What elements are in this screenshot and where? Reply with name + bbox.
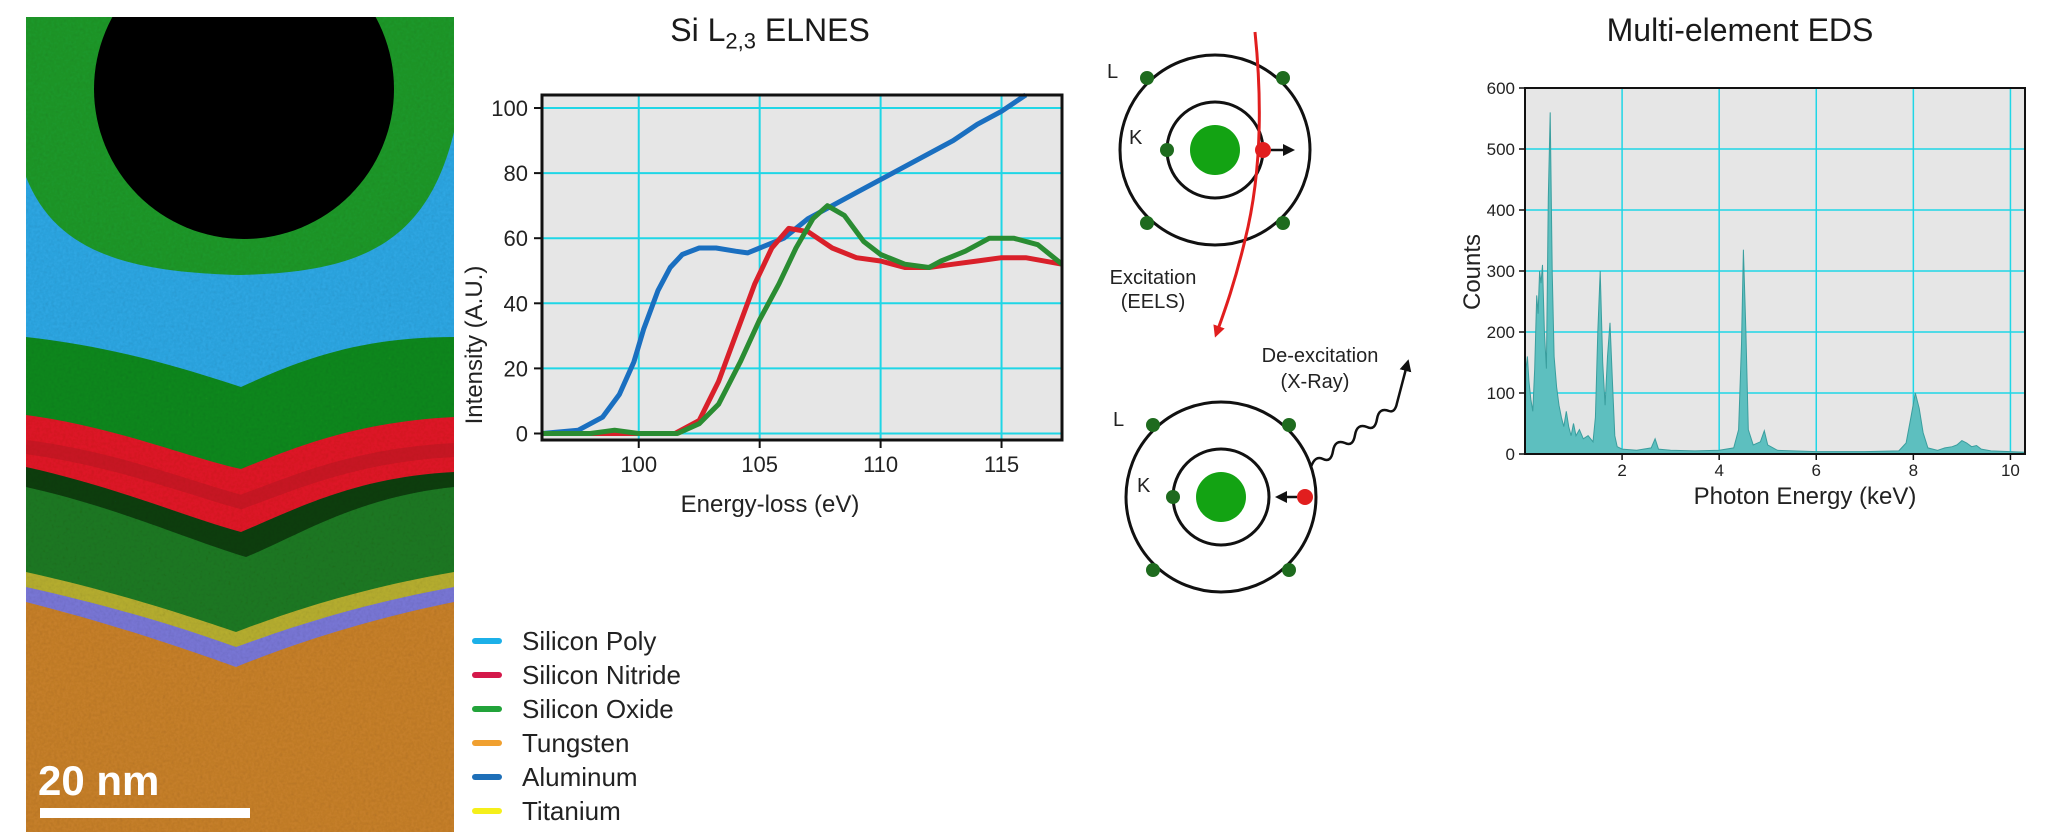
eds-y-tick-label: 400 <box>1487 201 1515 220</box>
bottom-atom-electron <box>1146 563 1160 577</box>
elnes-plot-area: 100 105 110 115 0 20 40 60 80 100 <box>491 92 1064 477</box>
legend-swatch <box>472 706 502 712</box>
legend-item: Titanium <box>472 794 772 828</box>
eds-x-tick-label: 10 <box>2001 461 2020 480</box>
legend-label: Titanium <box>522 796 621 826</box>
incident-beam-arrow <box>1213 31 1261 338</box>
eds-x-tick-label: 6 <box>1812 461 1821 480</box>
elnes-y-tick-label: 20 <box>504 356 528 381</box>
excitation-sublabel: (EELS) <box>1121 291 1185 313</box>
elnes-y-tick-label: 60 <box>504 226 528 251</box>
elnes-chart: 100 105 110 115 0 20 40 60 80 100 Energy-loss (eV… <box>461 92 1064 518</box>
legend-label: Silicon Oxide <box>522 694 674 724</box>
legend-label: Silicon Nitride <box>522 660 681 690</box>
top-atom-l-shell <box>1118 53 1312 247</box>
legend-swatch <box>472 808 502 814</box>
elnes-plot-background <box>542 95 1062 440</box>
elnes-y-tick-label: 40 <box>504 291 528 316</box>
xray-emission-arrow <box>1309 359 1412 468</box>
legend-swatch <box>472 638 502 644</box>
eds-y-tick-label: 300 <box>1487 262 1515 281</box>
eds-y-tick-label: 200 <box>1487 323 1515 342</box>
elnes-title-sub: 2,3 <box>725 28 756 54</box>
legend-swatch <box>472 672 502 678</box>
top-atom-k-label: K <box>1129 127 1143 149</box>
legend-item: Silicon Oxide <box>472 692 772 726</box>
deexcitation-sublabel: (X-Ray) <box>1281 371 1350 393</box>
eds-y-tick-label: 600 <box>1487 79 1515 98</box>
legend-swatch <box>472 774 502 780</box>
eds-x-tick-label: 4 <box>1714 461 1723 480</box>
bottom-atom-relaxing-electron <box>1297 489 1313 505</box>
eds-y-tick-label: 500 <box>1487 140 1515 159</box>
legend-label: Tungsten <box>522 728 630 758</box>
excitation-label: Excitation <box>1110 267 1197 289</box>
elnes-series-line <box>541 92 1028 436</box>
elnes-x-tick-label: 110 <box>863 452 898 477</box>
bottom-atom-electron <box>1146 418 1160 432</box>
bottom-atom-k-label: K <box>1137 475 1151 497</box>
bottom-atom-electron <box>1282 563 1296 577</box>
top-atom-electron <box>1140 71 1154 85</box>
top-atom: L K <box>1107 53 1312 247</box>
scale-bar <box>40 808 250 818</box>
bottom-atom-electron <box>1166 490 1180 504</box>
eds-x-axis-label: Photon Energy (keV) <box>1694 483 1917 510</box>
eds-title: Multi-element EDS <box>1606 12 1874 48</box>
elnes-title-tail: ELNES <box>755 12 870 48</box>
elnes-title: Si L2,3 ELNES <box>540 8 1000 63</box>
eds-y-tick-label: 0 <box>1506 445 1515 464</box>
elnes-x-tick-label: 115 <box>984 452 1019 477</box>
elemental-map-image <box>26 17 454 832</box>
top-atom-nucleus <box>1190 125 1240 175</box>
top-atom-electron <box>1160 143 1174 157</box>
eds-y-axis-label: Counts <box>1459 234 1486 310</box>
legend-item: Silicon Poly <box>472 624 772 658</box>
elnes-series-line <box>542 225 1063 436</box>
top-atom-electron <box>1140 216 1154 230</box>
top-atom-electron <box>1276 216 1290 230</box>
legend-item: Aluminum <box>472 760 772 794</box>
scale-bar-label: 20 nm <box>38 757 160 804</box>
elnes-x-tick-label: 105 <box>741 452 778 477</box>
eds-x-tick-label: 2 <box>1617 461 1626 480</box>
legend-swatch <box>472 740 502 746</box>
elnes-y-axis-label: Intensity (A.U.) <box>461 266 488 425</box>
eds-x-tick-label: 8 <box>1909 461 1918 480</box>
elemental-map: 20 nm <box>26 17 454 832</box>
bottom-atom-electron <box>1282 418 1296 432</box>
atomic-diagram: L K Excitation (EELS) L K De-excitation … <box>1107 31 1412 594</box>
top-atom-electron <box>1276 71 1290 85</box>
bottom-atom-nucleus <box>1196 472 1246 522</box>
legend-item: Silicon Nitride <box>472 658 772 692</box>
legend-label: Aluminum <box>522 762 638 792</box>
elnes-x-tick-label: 100 <box>620 452 657 477</box>
bottom-atom: L K <box>1113 400 1318 594</box>
elnes-title-main: Si L <box>670 12 726 48</box>
eds-y-tick-label: 100 <box>1487 384 1515 403</box>
top-atom-l-label: L <box>1107 61 1118 83</box>
bottom-atom-l-label: L <box>1113 409 1124 431</box>
bottom-atom-l-shell <box>1124 400 1318 594</box>
legend-label: Silicon Poly <box>522 626 657 656</box>
deexcitation-label: De-excitation <box>1262 345 1379 367</box>
elnes-y-tick-label: 80 <box>504 161 528 186</box>
elnes-plot-frame <box>540 93 1064 442</box>
elnes-x-axis-label: Energy-loss (eV) <box>681 491 860 518</box>
eds-spectrum-area <box>1524 112 2026 455</box>
elnes-series-line <box>542 203 1064 436</box>
elnes-y-tick-label: 0 <box>516 421 528 446</box>
elnes-y-tick-label: 100 <box>491 96 528 121</box>
legend-item: Tungsten <box>472 726 772 760</box>
